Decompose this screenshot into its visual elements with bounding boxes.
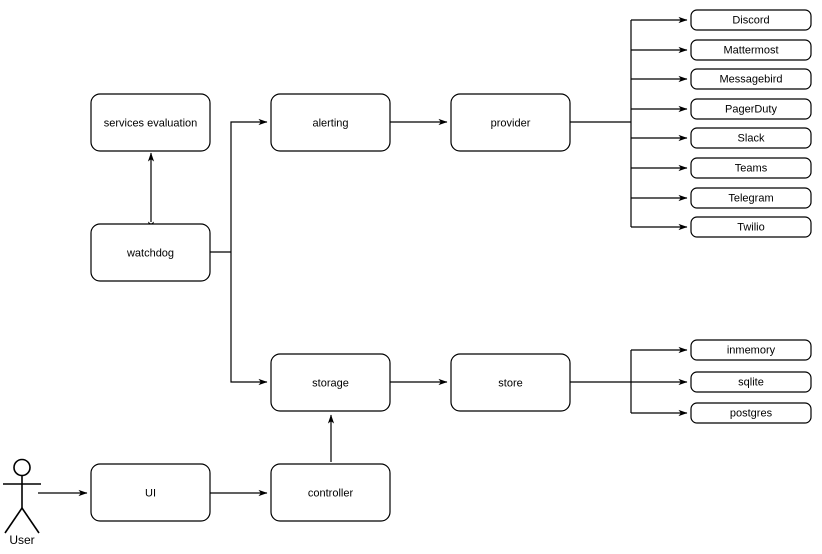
node-messagebird-box[interactable]: [690, 68, 812, 90]
actor-head-icon: [13, 458, 31, 477]
node-messagebird-label: Messagebird: [720, 73, 783, 85]
node-inmemory-label: inmemory: [727, 344, 776, 356]
node-discord-box[interactable]: [690, 9, 812, 31]
node-mattermost-label: Mattermost: [723, 44, 778, 56]
edge-layer: [38, 16, 688, 497]
node-mattermost[interactable]: Mattermost: [690, 39, 812, 61]
node-postgres-label: postgres: [730, 407, 773, 419]
node-slack[interactable]: Slack: [690, 127, 812, 149]
user-actor[interactable]: User: [3, 458, 41, 548]
node-ui-label: UI: [145, 487, 156, 499]
node-slack-box[interactable]: [690, 127, 812, 149]
node-mattermost-box[interactable]: [690, 39, 812, 61]
node-telegram-label: Telegram: [728, 192, 773, 204]
node-teams[interactable]: Teams: [690, 157, 812, 179]
node-ui[interactable]: UI: [90, 463, 211, 522]
node-sqlite-box[interactable]: [690, 371, 812, 393]
node-discord[interactable]: Discord: [690, 9, 812, 31]
node-sqlite-label: sqlite: [738, 376, 764, 388]
node-discord-label: Discord: [732, 14, 769, 26]
store-target-layer: inmemory sqlite postgres: [690, 339, 812, 424]
node-twilio-box[interactable]: [690, 216, 812, 238]
node-controller-box[interactable]: [270, 463, 391, 522]
node-watchdog-box[interactable]: [90, 223, 211, 282]
node-layer: services evaluation watchdog alerting pr…: [90, 93, 571, 522]
actor-right-leg-icon: [21, 507, 40, 534]
provider-target-layer: Discord Mattermost Messagebird PagerDuty…: [690, 9, 812, 238]
node-telegram[interactable]: Telegram: [690, 187, 812, 209]
node-sqlite[interactable]: sqlite: [690, 371, 812, 393]
node-slack-label: Slack: [738, 132, 765, 144]
node-storage[interactable]: storage: [270, 353, 391, 412]
node-store-label: store: [498, 377, 522, 389]
edge-watchdog-storage: [230, 252, 268, 386]
node-telegram-box[interactable]: [690, 187, 812, 209]
node-storage-box[interactable]: [270, 353, 391, 412]
node-pagerduty[interactable]: PagerDuty: [690, 98, 812, 120]
node-inmemory-box[interactable]: [690, 339, 812, 361]
node-provider-box[interactable]: [450, 93, 571, 152]
node-provider-label: provider: [491, 117, 531, 129]
node-pagerduty-box[interactable]: [690, 98, 812, 120]
node-watchdog[interactable]: watchdog: [90, 223, 211, 282]
node-messagebird[interactable]: Messagebird: [690, 68, 812, 90]
node-services-evaluation-box[interactable]: [90, 93, 211, 152]
node-alerting-label: alerting: [312, 117, 348, 129]
node-controller-label: controller: [308, 487, 354, 499]
node-ui-box[interactable]: [90, 463, 211, 522]
node-store-box[interactable]: [450, 353, 571, 412]
node-alerting[interactable]: alerting: [270, 93, 391, 152]
node-postgres[interactable]: postgres: [690, 402, 812, 424]
node-alerting-box[interactable]: [270, 93, 391, 152]
node-services-evaluation[interactable]: services evaluation: [90, 93, 211, 152]
node-postgres-box[interactable]: [690, 402, 812, 424]
node-watchdog-label: watchdog: [126, 247, 174, 259]
node-twilio[interactable]: Twilio: [690, 216, 812, 238]
node-teams-label: Teams: [735, 162, 768, 174]
node-services-evaluation-label: services evaluation: [104, 117, 198, 129]
node-pagerduty-label: PagerDuty: [725, 103, 777, 115]
node-inmemory[interactable]: inmemory: [690, 339, 812, 361]
node-teams-box[interactable]: [690, 157, 812, 179]
actor-label: User: [9, 533, 34, 547]
actor-left-leg-icon: [4, 507, 23, 534]
node-controller[interactable]: controller: [270, 463, 391, 522]
node-provider[interactable]: provider: [450, 93, 571, 152]
node-storage-label: storage: [312, 377, 349, 389]
node-store[interactable]: store: [450, 353, 571, 412]
node-twilio-label: Twilio: [737, 221, 765, 233]
edge-watchdog-alerting: [230, 118, 268, 252]
